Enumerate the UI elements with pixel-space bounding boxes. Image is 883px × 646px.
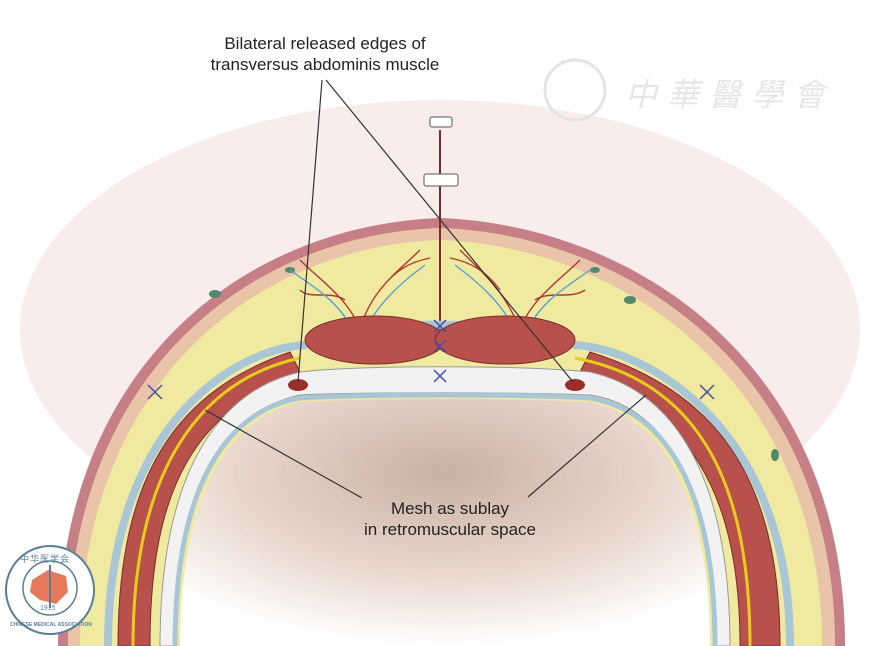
sutures	[147, 319, 715, 400]
label-mesh-line1: Mesh as sublay	[390, 499, 510, 518]
retromuscular-mesh	[159, 366, 731, 646]
suture-clip	[423, 173, 459, 187]
label-mesh-line2: in retromuscular space	[364, 520, 536, 539]
left-rectus-muscle	[304, 315, 446, 365]
logo-year: 1915	[40, 605, 56, 612]
nerve	[131, 356, 752, 646]
label-mesh-sublay: Mesh as sublay in retromuscular space	[320, 498, 580, 540]
right-rectus-muscle	[434, 315, 576, 365]
suture-clip-top	[429, 116, 453, 128]
watermark-seal	[543, 58, 607, 122]
cma-logo	[5, 545, 95, 635]
abdominal-cavity	[180, 399, 710, 646]
leader-lines	[204, 79, 647, 499]
logo-chinese: 中华医学会	[20, 554, 71, 564]
logo-english: CHINESE MEDICAL ASSOCIATION	[10, 622, 92, 628]
label-tam-edges: Bilateral released edges of transversus …	[170, 33, 480, 75]
left-transversus-edge	[288, 379, 308, 391]
right-transversus-edge	[565, 379, 585, 391]
peritoneum	[172, 392, 718, 646]
label-tam-line1: Bilateral released edges of	[224, 34, 426, 53]
watermark-text: 中華醫學會	[625, 76, 836, 114]
label-tam-line2: transversus abdominis muscle	[210, 55, 440, 74]
